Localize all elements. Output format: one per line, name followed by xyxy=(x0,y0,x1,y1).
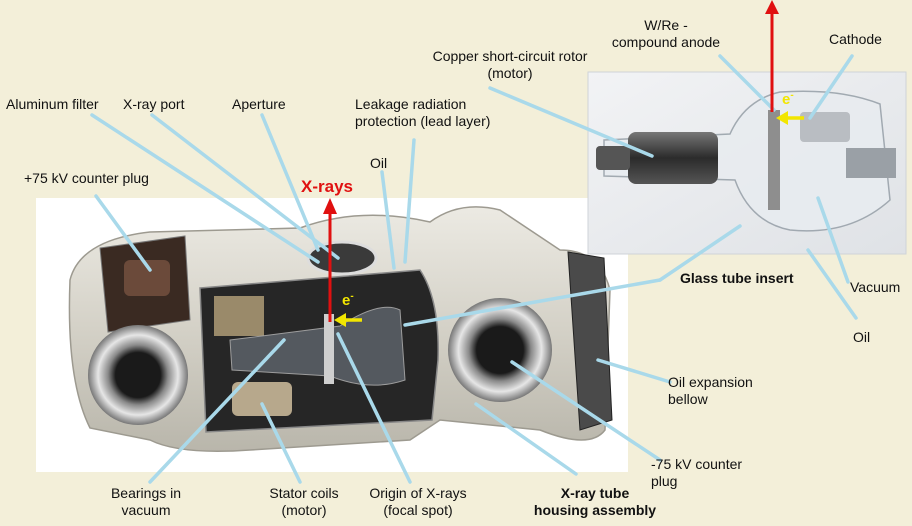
electron-arrowhead-main xyxy=(334,313,346,327)
leader-oil-right xyxy=(806,248,858,320)
label-minus-75kv: -75 kV counter plug xyxy=(651,456,743,489)
xray-arrowhead-inset xyxy=(765,0,779,14)
leader-xray-port xyxy=(150,113,340,260)
inset-cathode-cup xyxy=(800,112,850,142)
oil-expansion-bellow-shape xyxy=(567,251,613,431)
label-housing-assembly: X-ray tube housing assembly xyxy=(533,485,657,518)
leader-plus75 xyxy=(94,194,152,272)
leader-cathode xyxy=(808,54,854,120)
leader-stator xyxy=(260,402,302,484)
leader-oil-expansion xyxy=(596,358,672,384)
label-anode: W/Re - compound anode xyxy=(611,17,721,50)
label-aluminum-filter: Aluminum filter xyxy=(6,96,99,112)
plus-75kv-plug-socket xyxy=(124,260,170,296)
label-electron-main: e- xyxy=(342,291,354,309)
label-xray-port: X-ray port xyxy=(123,96,185,112)
label-xrays: X-rays xyxy=(301,177,353,196)
housing-photo xyxy=(36,198,628,472)
leader-origin xyxy=(336,332,412,484)
leader-minus75 xyxy=(510,360,662,462)
label-aperture: Aperture xyxy=(232,96,286,112)
label-cathode: Cathode xyxy=(829,31,882,47)
glass-tube-inset xyxy=(587,71,907,255)
stator-block-top xyxy=(214,296,264,336)
leader-anode xyxy=(718,54,776,112)
leader-glass-insert-inset xyxy=(658,224,742,282)
label-oil-top: Oil xyxy=(370,155,388,171)
leader-leakage xyxy=(403,138,416,264)
stator-coils xyxy=(232,382,292,416)
leader-housing xyxy=(474,402,578,476)
inset-rotor xyxy=(628,132,718,184)
label-oil-right: Oil xyxy=(853,329,871,345)
label-bearings: Bearings in vacuum xyxy=(110,485,182,518)
xray-arrowhead-main xyxy=(323,198,337,214)
label-leakage-protection: Leakage radiation protection (lead layer… xyxy=(355,96,491,129)
right-port-ring xyxy=(448,298,552,402)
label-stator-coils: Stator coils (motor) xyxy=(269,485,339,518)
label-oil-expansion-bellow: Oil expansion bellow xyxy=(668,374,753,407)
leader-glass-insert-main xyxy=(403,278,662,327)
leader-bearings xyxy=(148,338,286,484)
leader-lines xyxy=(90,54,858,484)
label-origin-xrays: Origin of X-rays (focal spot) xyxy=(369,485,467,518)
leader-vacuum xyxy=(816,196,850,284)
electron-arrows xyxy=(334,111,804,327)
label-glass-tube-insert: Glass tube insert xyxy=(680,270,794,286)
label-plus-75kv: +75 kV counter plug xyxy=(24,170,149,186)
label-vacuum: Vacuum xyxy=(850,279,901,295)
leader-oil-top xyxy=(380,170,396,270)
glass-insert-main xyxy=(229,306,406,386)
leader-aperture xyxy=(260,113,320,252)
label-electron-inset: e- xyxy=(782,90,794,108)
inset-cathode-pins xyxy=(846,148,896,178)
label-copper-rotor: Copper short-circuit rotor (motor) xyxy=(432,48,588,81)
xray-arrows xyxy=(323,0,779,322)
leader-copper-rotor xyxy=(488,86,654,158)
electron-arrowhead-inset xyxy=(776,111,788,125)
leader-aluminum-filter xyxy=(90,113,320,264)
inset-anode-disc xyxy=(768,110,780,210)
left-port-ring xyxy=(88,325,188,425)
inset-shaft xyxy=(596,146,630,170)
anode-disc-main xyxy=(324,314,334,384)
